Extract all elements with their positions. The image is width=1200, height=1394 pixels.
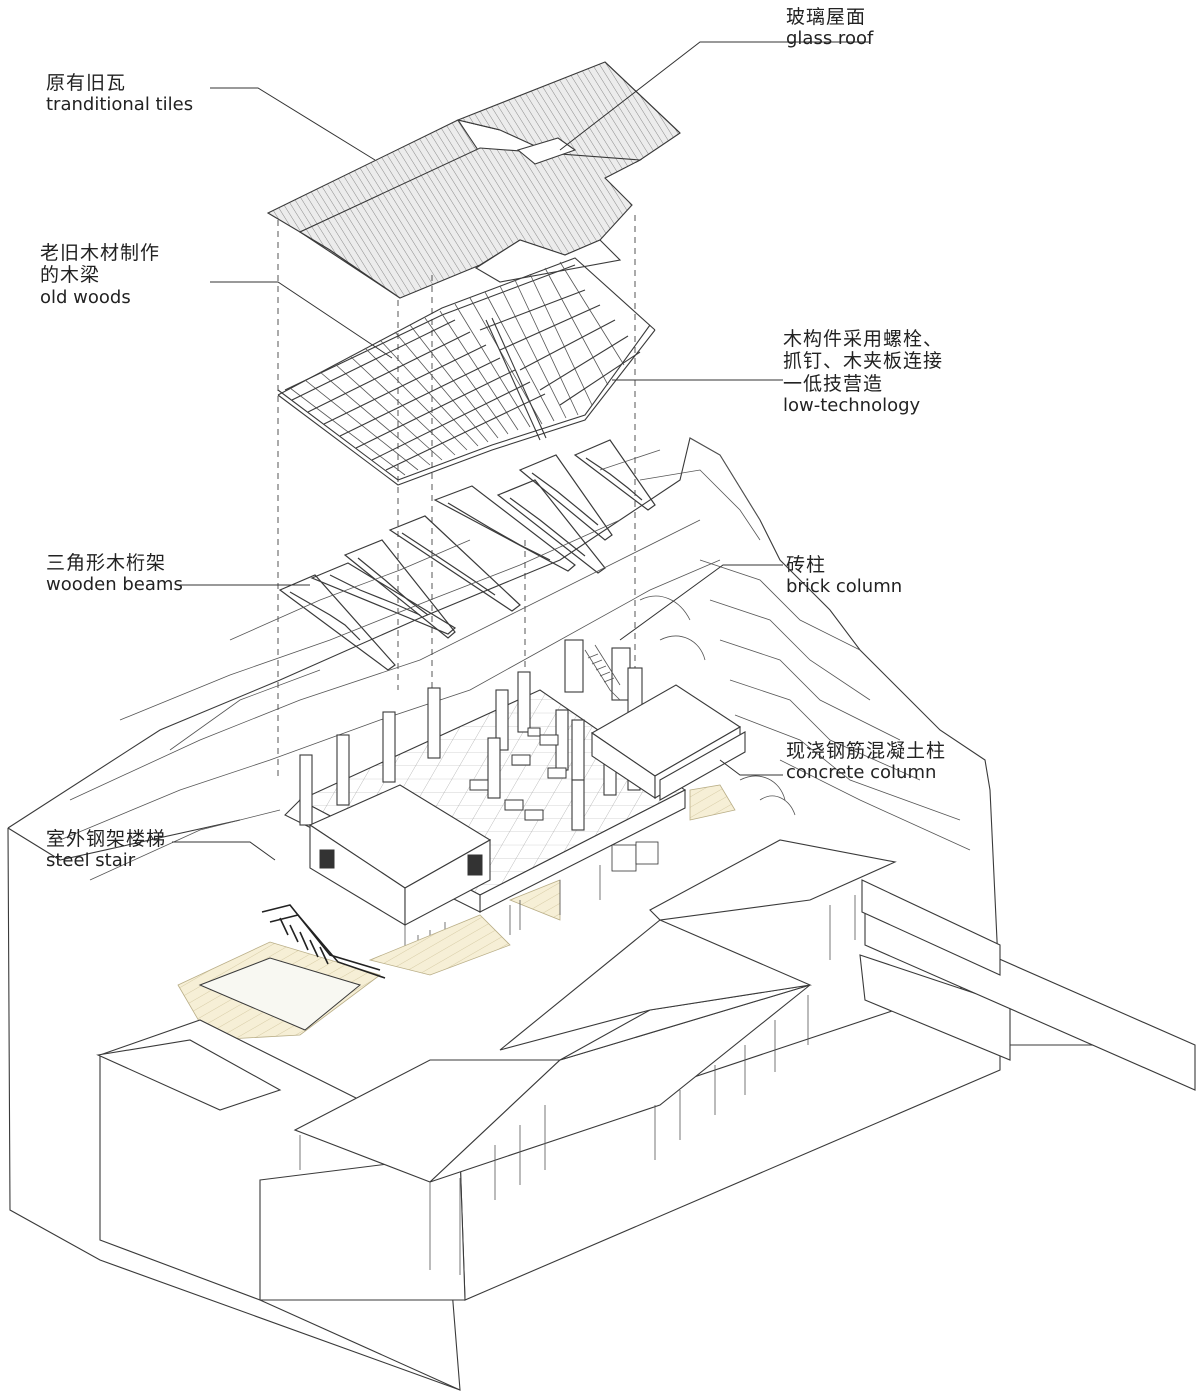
ground-floor-openings [509,841,659,935]
label-glass-roof-zh: 玻璃屋面 [786,6,867,28]
label-concrete-column-zh: 现浇钢筋混凝土柱 [786,740,947,762]
label-wooden-beams-zh: 三角形木桁架 [46,552,167,574]
label-tiles: 原有旧瓦 tranditional tiles [46,72,193,116]
label-brick-column: 砖柱 brick column [786,554,902,598]
timber-deck [177,784,736,1041]
label-tiles-zh: 原有旧瓦 [46,72,127,94]
label-brick-column-zh: 砖柱 [786,554,827,576]
brick-columns [564,639,643,717]
label-old-woods: 老旧木材制作 的木梁 old woods [40,242,160,308]
back-stair [584,644,621,701]
label-old-woods-en: old woods [40,286,131,308]
label-low-tech-zh-2: 抓钉、木夹板连接 [783,350,944,373]
label-low-tech-zh-1: 木构件采用螺栓、 [783,328,944,350]
truss-4 [388,515,521,612]
steel-stair [261,904,386,979]
label-wooden-beams-en: wooden beams [46,574,183,596]
label-low-technology: 木构件采用螺栓、 抓钉、木夹板连接 一低技营造 low-technology [783,328,943,416]
wooden-trusses [278,439,656,671]
label-low-tech-zh-3: 一低技营造 [783,372,884,395]
glass-roof-opening [516,137,577,165]
truss-2 [310,562,457,635]
truss-7 [518,454,613,541]
hillside-terrain [7,437,1196,1391]
furniture [469,727,567,821]
label-concrete-column-en: concrete column [786,762,937,784]
truss-3 [343,539,456,639]
old-wood-frame [277,257,656,486]
left-box-volume [308,784,492,960]
foreground-open-sheds [293,839,897,1275]
foreground-buildings [96,879,1196,1391]
label-brick-column-en: brick column [786,576,903,598]
truss-5 [433,485,576,572]
label-old-woods-zh-1: 老旧木材制作 [40,242,161,264]
label-tiles-en: tranditional tiles [46,94,194,116]
label-concrete-column: 现浇钢筋混凝土柱 concrete column [786,740,946,784]
right-box-volume [590,684,746,801]
label-wooden-beams: 三角形木桁架 wooden beams [46,552,183,596]
label-old-woods-zh-2: 的木梁 [40,264,101,287]
truss-8 [573,439,656,511]
label-steel-stair-en: steel stair [46,850,136,872]
truss-6 [496,479,606,574]
label-steel-stair-zh: 室外钢架楼梯 [46,828,167,850]
label-glass-roof: 玻璃屋面 glass roof [786,6,873,50]
label-low-tech-en: low-technology [783,395,921,417]
projection-dashed-lines [277,215,636,780]
tiled-roof [266,61,681,299]
label-steel-stair: 室外钢架楼梯 steel stair [46,828,166,872]
truss-1 [278,574,396,671]
label-glass-roof-en: glass roof [786,28,874,50]
leader-lines [172,41,870,861]
